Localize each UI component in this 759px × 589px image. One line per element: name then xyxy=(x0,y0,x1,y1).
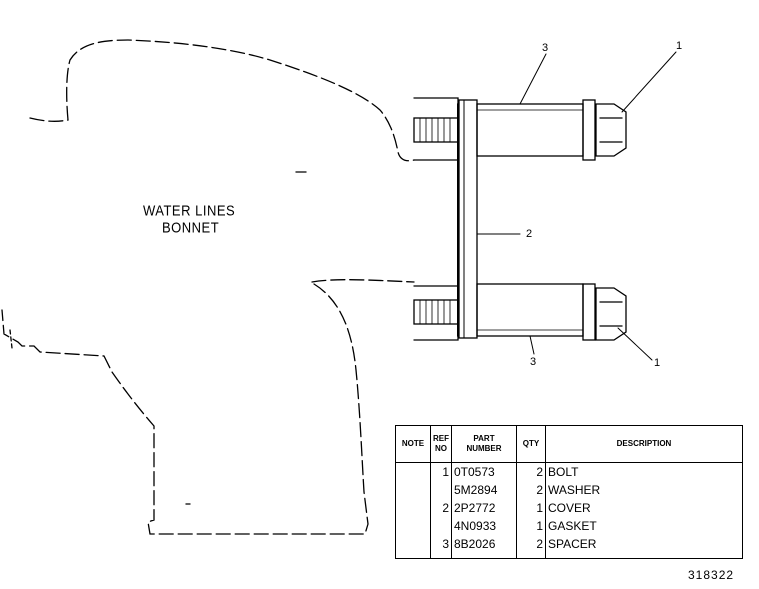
header-part-number: PART NUMBER xyxy=(451,425,517,463)
bolt-head-lower xyxy=(595,287,627,341)
header-note: NOTE xyxy=(395,425,431,463)
bonnet-outline-upper xyxy=(29,39,415,162)
cell-note xyxy=(395,517,431,536)
cell-part-number: 2P2772 xyxy=(451,499,517,518)
leader-1-top xyxy=(621,51,677,113)
header-qty: QTY xyxy=(516,425,546,463)
cell-description: BOLT xyxy=(545,462,743,482)
figure-number: 318322 xyxy=(688,568,735,582)
callout-bolt-top: 1 xyxy=(676,40,683,52)
cell-qty: 2 xyxy=(516,462,546,482)
cell-ref-no: 3 xyxy=(430,535,452,554)
bolt-thread-upper xyxy=(413,117,459,143)
callout-spacer-top: 3 xyxy=(542,42,549,54)
cell-part-number: 0T0573 xyxy=(451,462,517,482)
table-filler-row xyxy=(395,553,743,560)
cell-description: COVER xyxy=(545,499,743,518)
header-part-line-2: NUMBER xyxy=(466,444,502,453)
header-ref-line-2: NO xyxy=(435,444,447,453)
callout-bolt-bottom: 1 xyxy=(654,357,661,369)
parts-list-table: NOTE REF NO PART NUMBER QTY DESCRIPTION … xyxy=(395,425,743,560)
table-header-row: NOTE REF NO PART NUMBER QTY DESCRIPTION xyxy=(395,425,743,463)
header-part-line-1: PART xyxy=(473,434,495,443)
cell-qty: 2 xyxy=(516,535,546,554)
filler-cell xyxy=(516,553,546,560)
cell-note xyxy=(395,535,431,554)
washer-upper xyxy=(582,99,596,161)
cell-ref-no xyxy=(430,517,452,536)
bolt-head-upper xyxy=(595,103,627,157)
header-ref-no: REF NO xyxy=(430,425,452,463)
cell-ref-no: 2 xyxy=(430,499,452,518)
cell-part-number: 5M2894 xyxy=(451,481,517,500)
filler-cell xyxy=(430,553,452,560)
cell-description: GASKET xyxy=(545,517,743,536)
cell-note xyxy=(395,499,431,518)
bonnet-outline-lower xyxy=(1,279,415,535)
washer-lower xyxy=(582,283,596,341)
callout-cover: 2 xyxy=(526,228,533,240)
cell-part-number: 4N0933 xyxy=(451,517,517,536)
spacer-lower xyxy=(476,283,584,337)
leader-3-top xyxy=(519,53,547,105)
component-label-line-2: BONNET xyxy=(162,218,220,237)
leader-1-bottom xyxy=(617,327,653,361)
cell-description: SPACER xyxy=(545,535,743,554)
leader-3-bottom xyxy=(529,335,535,355)
cell-ref-no xyxy=(430,481,452,500)
cell-part-number: 8B2026 xyxy=(451,535,517,554)
cover-plate xyxy=(458,99,478,339)
filler-cell xyxy=(395,553,431,560)
header-description: DESCRIPTION xyxy=(545,425,743,463)
cell-description: WASHER xyxy=(545,481,743,500)
cell-note xyxy=(395,481,431,500)
component-label-line-1: WATER LINES xyxy=(143,201,236,220)
bolt-thread-lower xyxy=(413,299,459,325)
bonnet-dash-mark xyxy=(9,329,13,349)
cell-ref-no: 1 xyxy=(430,462,452,482)
filler-cell xyxy=(545,553,743,560)
spacer-upper xyxy=(476,103,584,157)
flange-edge-bottom xyxy=(413,285,459,341)
cell-qty: 2 xyxy=(516,481,546,500)
flange-edge-top xyxy=(413,97,459,161)
cell-note xyxy=(395,462,431,482)
cell-qty: 1 xyxy=(516,517,546,536)
filler-cell xyxy=(451,553,517,560)
header-ref-line-1: REF xyxy=(433,434,449,443)
cell-qty: 1 xyxy=(516,499,546,518)
callout-spacer-bottom: 3 xyxy=(530,356,537,368)
